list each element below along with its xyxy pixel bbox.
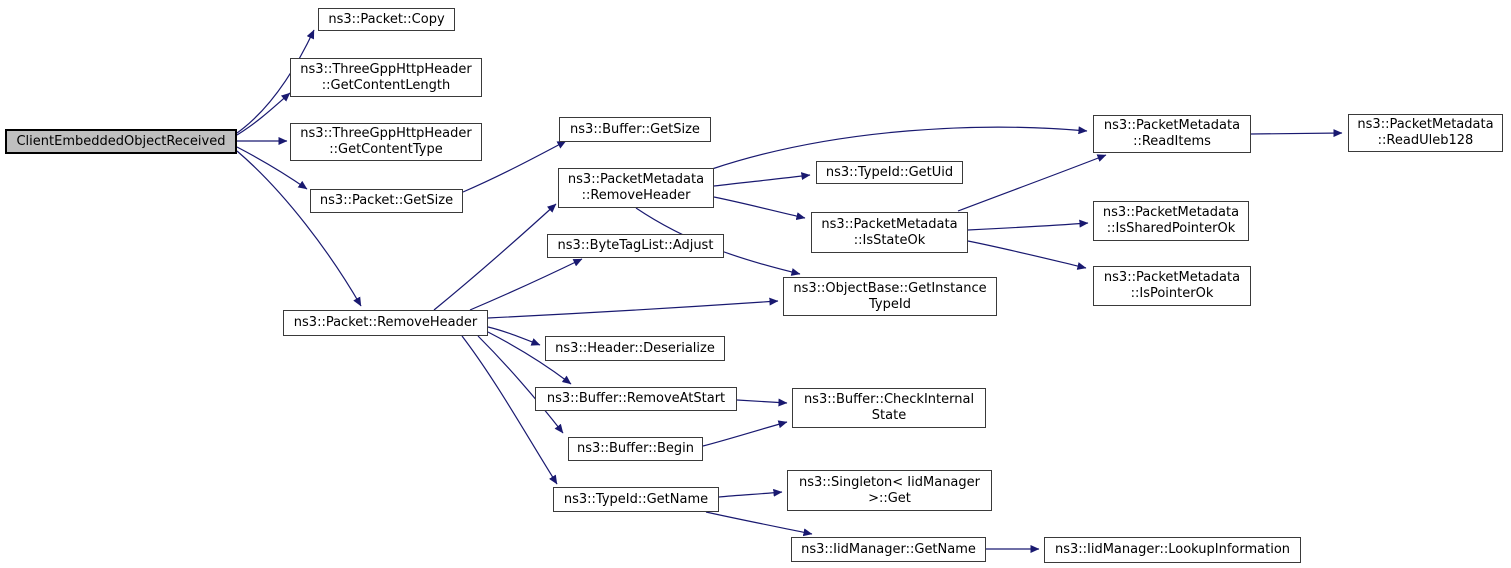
node-ns3-packetmetadata-issharedpointerok[interactable]: ns3::PacketMetadata ::IsSharedPointerOk — [1093, 201, 1249, 241]
node-client-embedded-object-received: ClientEmbeddedObjectReceived — [5, 129, 237, 154]
node-ns3-packetmetadata-ispointerok[interactable]: ns3::PacketMetadata ::IsPointerOk — [1093, 266, 1251, 306]
edge-packet-removeheader-to-buffer-begin — [477, 335, 564, 434]
edge-buffer-removeatstart-to-buffer-checkinternalstate — [736, 398, 788, 407]
edge-buffer-begin-to-buffer-checkinternalstate — [702, 420, 788, 447]
node-ns3-packetmetadata-removeheader[interactable]: ns3::PacketMetadata ::RemoveHeader — [558, 168, 714, 208]
node-ns3-typeid-getuid[interactable]: ns3::TypeId::GetUid — [816, 161, 963, 184]
edge-packet-removeheader-to-bytetag-adjust — [469, 258, 583, 311]
edge-pm-removeheader-to-pm-readitems — [711, 126, 1088, 170]
node-ns3-threegpphttpheader-getcontentlength[interactable]: ns3::ThreeGppHttpHeader ::GetContentLeng… — [290, 58, 482, 97]
node-ns3-threegpphttpheader-getcontenttype[interactable]: ns3::ThreeGppHttpHeader ::GetContentType — [290, 123, 482, 161]
edge-pm-removeheader-to-pm-isstateok — [713, 196, 806, 221]
edge-pm-isstateok-to-pm-readitems — [957, 154, 1107, 212]
edge-client-to-packet-copy — [236, 29, 315, 134]
edge-typeid-getname-to-singleton-get — [718, 488, 783, 498]
node-ns3-buffer-begin[interactable]: ns3::Buffer::Begin — [568, 437, 703, 461]
edge-pm-readitems-to-pm-readuleb128 — [1250, 129, 1343, 138]
node-ns3-packet-removeheader[interactable]: ns3::Packet::RemoveHeader — [283, 310, 488, 336]
node-ns3-iidmanager-lookupinformation[interactable]: ns3::IidManager::LookupInformation — [1044, 537, 1301, 563]
edge-client-to-packet-getsize — [236, 146, 308, 190]
edge-packet-getsize-to-buffer-getsize — [462, 140, 567, 193]
edge-packet-removeheader-to-header-deserialize — [487, 326, 541, 346]
node-ns3-typeid-getname[interactable]: ns3::TypeId::GetName — [553, 487, 719, 512]
edge-typeid-getname-to-iidmanager-getname — [705, 511, 813, 537]
edge-client-to-get-content-length — [236, 92, 291, 136]
edge-packet-removeheader-to-pm-removeheader — [433, 203, 557, 311]
node-ns3-packetmetadata-readuleb128[interactable]: ns3::PacketMetadata ::ReadUleb128 — [1348, 114, 1503, 152]
node-ns3-buffer-getsize[interactable]: ns3::Buffer::GetSize — [559, 117, 711, 142]
edge-packet-removeheader-to-getinstance-typeid — [487, 297, 779, 319]
node-ns3-header-deserialize[interactable]: ns3::Header::Deserialize — [545, 336, 725, 361]
node-ns3-buffer-checkinternalstate[interactable]: ns3::Buffer::CheckInternal State — [792, 388, 986, 428]
node-ns3-packet-copy[interactable]: ns3::Packet::Copy — [318, 8, 455, 31]
edge-packet-removeheader-to-typeid-getname — [461, 335, 558, 485]
node-ns3-packetmetadata-isstateok[interactable]: ns3::PacketMetadata ::IsStateOk — [811, 212, 968, 253]
node-ns3-iidmanager-getname[interactable]: ns3::IidManager::GetName — [791, 537, 986, 562]
edge-pm-isstateok-to-pm-issharedpointerok — [967, 219, 1089, 231]
node-ns3-buffer-removeatstart[interactable]: ns3::Buffer::RemoveAtStart — [535, 387, 737, 411]
node-ns3-packetmetadata-readitems[interactable]: ns3::PacketMetadata ::ReadItems — [1093, 115, 1251, 153]
edge-client-to-packet-removeheader — [236, 150, 362, 307]
node-ns3-packet-getsize[interactable]: ns3::Packet::GetSize — [310, 189, 463, 213]
edge-packet-removeheader-to-buffer-removeatstart — [487, 331, 572, 385]
node-ns3-bytetaglist-adjust[interactable]: ns3::ByteTagList::Adjust — [547, 234, 724, 258]
node-ns3-objectbase-getinstancetypeid[interactable]: ns3::ObjectBase::GetInstance TypeId — [783, 277, 997, 316]
edge-pm-isstateok-to-pm-ispointerok — [967, 240, 1087, 270]
edge-pm-removeheader-to-typeid-getuid — [713, 172, 811, 187]
node-ns3-singleton-iidmanager-get[interactable]: ns3::Singleton< IidManager >::Get — [787, 470, 992, 511]
